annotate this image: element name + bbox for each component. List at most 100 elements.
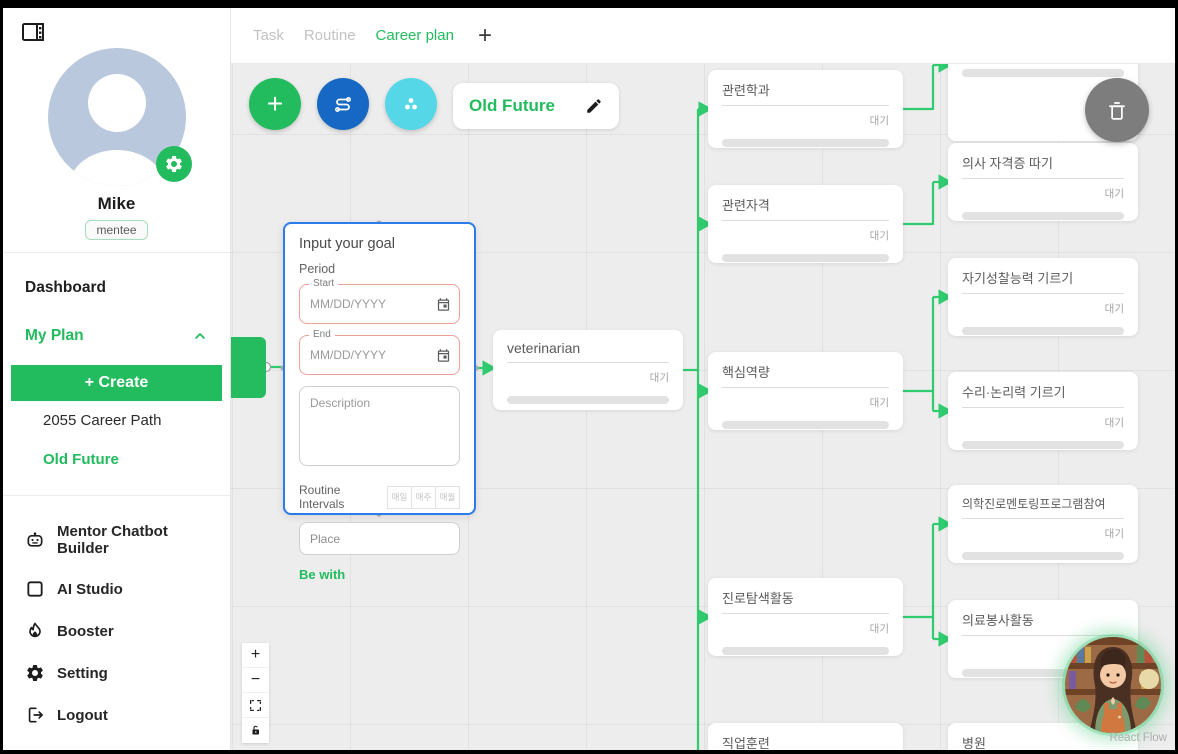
add-tab-button[interactable]: + — [477, 21, 492, 49]
interval-daily-toggle[interactable]: 매일 — [387, 485, 412, 509]
main-area: Task Routine Career plan + — [231, 8, 1175, 750]
goal-form-title: Input your goal — [299, 236, 395, 252]
status-badge: 대기 — [1104, 417, 1124, 429]
delete-node-button[interactable] — [1085, 78, 1149, 142]
end-date-label: End — [309, 329, 335, 340]
interval-monthly-toggle[interactable]: 매월 — [435, 485, 460, 509]
trash-icon — [1109, 102, 1125, 120]
progress-bar — [962, 327, 1124, 335]
cluster-button[interactable] — [385, 78, 437, 130]
fit-view-button[interactable] — [242, 693, 269, 718]
status-badge: 대기 — [1104, 303, 1124, 315]
node-related-department[interactable]: 관련학과 대기 — [708, 70, 903, 148]
progress-bar — [962, 552, 1124, 560]
node-title: veterinarian — [507, 340, 669, 363]
node-self-reflection[interactable]: 자기성찰능력 기르기 대기 — [948, 258, 1138, 336]
calendar-icon[interactable] — [436, 297, 451, 312]
sidebar: Mike mentee Dashboard My Plan + Create 2… — [3, 8, 231, 750]
plan-title-card: Old Future — [453, 83, 619, 129]
create-plan-button[interactable]: + Create — [11, 365, 222, 401]
profile-settings-button[interactable] — [155, 146, 192, 182]
node-math-logic[interactable]: 수리·논리력 기르기 대기 — [948, 372, 1138, 450]
gear-icon — [27, 665, 43, 681]
sidebar-item-logout[interactable]: Logout — [3, 694, 230, 736]
place-input[interactable] — [299, 522, 460, 555]
user-name: Mike — [97, 194, 136, 213]
gear-icon — [165, 156, 182, 172]
divider — [3, 252, 230, 253]
dots-cluster-icon — [405, 98, 417, 110]
end-date-field: End — [299, 329, 460, 375]
plan-item-old-future[interactable]: Old Future — [43, 451, 119, 468]
start-date-input[interactable] — [310, 297, 436, 311]
status-badge: 대기 — [1104, 528, 1124, 540]
tab-task[interactable]: Task — [253, 27, 284, 44]
progress-bar — [722, 647, 889, 655]
progress-bar — [722, 139, 889, 147]
end-date-input[interactable] — [310, 348, 436, 362]
canvas-controls: + − — [242, 643, 269, 743]
sidebar-nav: Dashboard My Plan + Create 2055 Career P… — [3, 253, 230, 479]
progress-bar — [722, 421, 889, 429]
status-badge: 대기 — [1104, 188, 1124, 200]
app-window: Mike mentee Dashboard My Plan + Create 2… — [3, 8, 1175, 750]
node-doctor-license[interactable]: 의사 자격증 따기 대기 — [948, 143, 1138, 221]
route-icon — [335, 97, 351, 112]
unlock-icon — [252, 725, 259, 735]
fit-view-icon — [249, 699, 262, 711]
add-node-button[interactable]: + — [249, 78, 301, 130]
routine-intervals-label: Routine Intervals — [299, 483, 345, 511]
plan-title: Old Future — [469, 96, 555, 115]
lock-button[interactable] — [242, 718, 269, 743]
auto-layout-button[interactable] — [317, 78, 369, 130]
status-badge: 대기 — [869, 230, 889, 242]
progress-bar — [962, 69, 1124, 77]
zoom-in-button[interactable]: + — [242, 643, 269, 668]
sidebar-item-mentor-chatbot-builder[interactable]: Mentor Chatbot Builder — [3, 512, 230, 568]
status-badge: 대기 — [649, 372, 669, 384]
be-with-link[interactable]: Be with — [299, 567, 346, 582]
progress-bar — [962, 212, 1124, 220]
interval-weekly-toggle[interactable]: 매주 — [411, 485, 436, 509]
progress-bar — [962, 669, 1124, 677]
flow-canvas[interactable]: + Old Future Input your goal Period Star… — [231, 64, 1175, 750]
square-icon — [27, 581, 43, 597]
react-flow-attribution: React Flow — [1109, 732, 1167, 744]
sidebar-item-setting[interactable]: Setting — [3, 652, 230, 694]
progress-bar — [507, 396, 669, 404]
node-related-certificate[interactable]: 관련자격 대기 — [708, 185, 903, 263]
progress-bar — [722, 254, 889, 262]
tab-routine[interactable]: Routine — [303, 27, 356, 44]
status-badge: 대기 — [869, 397, 889, 409]
mentor-girl-illustration — [1065, 637, 1161, 733]
node-job-training[interactable]: 직업훈련 — [708, 723, 903, 750]
sidebar-item-booster[interactable]: Booster — [3, 610, 230, 652]
start-date-label: Start — [309, 278, 339, 289]
sidebar-item-ai-studio[interactable]: AI Studio — [3, 568, 230, 610]
logout-icon — [28, 707, 43, 723]
progress-bar — [962, 441, 1124, 449]
period-label: Period — [299, 262, 336, 276]
sidebar-item-my-plan[interactable]: My Plan — [3, 319, 230, 353]
flame-icon — [29, 622, 41, 638]
status-badge: 대기 — [869, 623, 889, 635]
sidebar-collapse-icon[interactable] — [21, 22, 47, 44]
zoom-out-button[interactable]: − — [242, 668, 269, 693]
description-textarea[interactable] — [299, 386, 460, 466]
start-date-field: Start — [299, 278, 460, 324]
plan-item-2055-career-path[interactable]: 2055 Career Path — [43, 412, 162, 429]
node-veterinarian[interactable]: veterinarian 대기 — [493, 330, 683, 410]
role-badge: mentee — [85, 220, 148, 240]
sidebar-item-dashboard[interactable]: Dashboard — [25, 279, 106, 296]
goal-form-node[interactable]: Input your goal Period Start End Routine… — [283, 222, 476, 582]
root-node[interactable] — [231, 337, 266, 398]
edit-pencil-icon[interactable] — [585, 97, 603, 115]
node-career-exploration[interactable]: 진로탐색활동 대기 — [708, 578, 903, 656]
node-core-competency[interactable]: 핵심역량 대기 — [708, 352, 903, 430]
robot-icon — [27, 532, 43, 547]
tab-career-plan[interactable]: Career plan — [375, 27, 454, 44]
mentor-chatbot-avatar[interactable] — [1065, 637, 1161, 733]
node-medical-mentoring-program[interactable]: 의학진로멘토링프로그램참여 대기 — [948, 485, 1138, 563]
status-badge: 대기 — [869, 115, 889, 127]
calendar-icon[interactable] — [436, 348, 451, 363]
